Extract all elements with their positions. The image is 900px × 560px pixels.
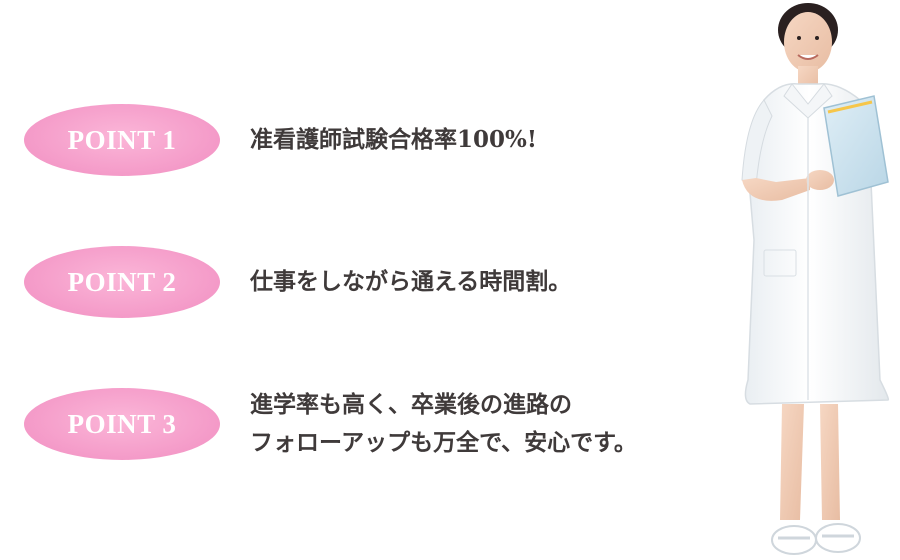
- point-1-badge: POINT 1: [24, 104, 220, 176]
- point-3-text-line-1: 進学率も高く、卒業後の進路の: [250, 391, 572, 418]
- point-3-row: POINT 3 進学率も高く、卒業後の進路の フォローアップも万全で、安心です。: [24, 386, 637, 462]
- nurse-neck: [798, 66, 818, 88]
- point-2-row: POINT 2 仕事をしながら通える時間割。: [24, 246, 571, 318]
- point-3-text-line-2: フォローアップも万全で、安心です。: [250, 429, 637, 456]
- point-3-text: 進学率も高く、卒業後の進路の フォローアップも万全で、安心です。: [250, 386, 637, 462]
- point-2-text: 仕事をしながら通える時間割。: [250, 263, 571, 301]
- point-1-text-line: 准看護師試験合格率100%!: [250, 126, 537, 153]
- point-3-badge: POINT 3: [24, 388, 220, 460]
- point-1-row: POINT 1 准看護師試験合格率100%!: [24, 104, 537, 176]
- point-1-text: 准看護師試験合格率100%!: [250, 121, 537, 159]
- nurse-face: [784, 12, 832, 72]
- point-2-badge: POINT 2: [24, 246, 220, 318]
- folder-icon: [823, 95, 889, 197]
- nurse-shoe-left: [771, 525, 817, 555]
- nurse-shoe-right: [815, 523, 861, 553]
- point-2-text-line: 仕事をしながら通える時間割。: [250, 268, 572, 295]
- nurse-photo: [741, 3, 890, 555]
- nurse-legs: [780, 404, 804, 520]
